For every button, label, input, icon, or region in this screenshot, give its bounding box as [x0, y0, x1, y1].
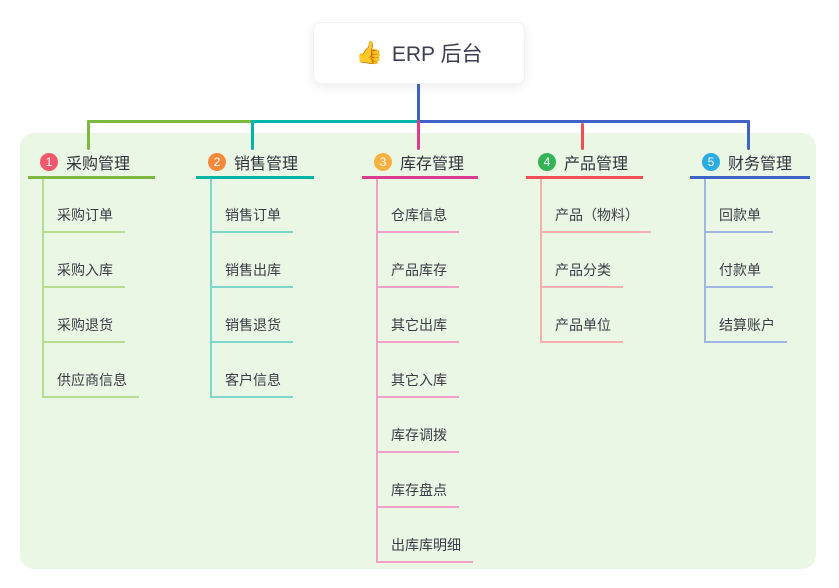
badge-5: 5 [702, 153, 720, 171]
branch-heading-product[interactable]: 4 产品管理 [526, 148, 643, 179]
branch-heading-sales[interactable]: 2 销售管理 [196, 148, 314, 179]
badge-4: 4 [538, 153, 556, 171]
branch-title: 销售管理 [234, 156, 299, 173]
child-node[interactable]: 其它出库 [376, 313, 459, 343]
connector-drop-product [581, 123, 584, 150]
child-node[interactable]: 库存调拨 [376, 423, 459, 453]
branch-purchase: 1 采购管理 采购订单 采购入库 采购退货 供应商信息 [28, 148, 155, 398]
branch-title: 采购管理 [66, 156, 131, 173]
branch-rail [704, 179, 706, 341]
connector-drop-inventory [417, 120, 420, 150]
child-node[interactable]: 客户信息 [210, 368, 293, 398]
branch-inventory: 3 库存管理 仓库信息 产品库存 其它出库 其它入库 库存调拨 库存盘点 出库库… [362, 148, 478, 563]
child-node[interactable]: 供应商信息 [42, 368, 139, 398]
branch-sales: 2 销售管理 销售订单 销售出库 销售退货 客户信息 [196, 148, 314, 398]
branch-finance: 5 财务管理 回款单 付款单 结算账户 [690, 148, 810, 343]
child-node[interactable]: 结算账户 [704, 313, 787, 343]
branch-heading-inventory[interactable]: 3 库存管理 [362, 148, 478, 179]
branch-rail [540, 179, 542, 341]
child-node[interactable]: 产品库存 [376, 258, 459, 288]
connector-drop-purchase [87, 120, 90, 150]
badge-2: 2 [208, 153, 226, 171]
branch-heading-finance[interactable]: 5 财务管理 [690, 148, 810, 179]
connector-drop-sales [251, 120, 254, 150]
badge-3: 3 [374, 153, 392, 171]
child-node[interactable]: 采购订单 [42, 203, 125, 233]
connector-drop-finance [747, 120, 750, 150]
child-node[interactable]: 产品单位 [540, 313, 623, 343]
child-node[interactable]: 库存盘点 [376, 478, 459, 508]
branches-panel [20, 133, 816, 569]
child-node[interactable]: 销售退货 [210, 313, 293, 343]
child-node[interactable]: 回款单 [704, 203, 773, 233]
branch-heading-purchase[interactable]: 1 采购管理 [28, 148, 155, 179]
branch-title: 库存管理 [400, 156, 465, 173]
child-node[interactable]: 仓库信息 [376, 203, 459, 233]
thumbs-up-icon: 👍 [355, 40, 383, 65]
branch-product: 4 产品管理 产品（物料） 产品分类 产品单位 [526, 148, 651, 343]
branch-title: 财务管理 [728, 156, 793, 173]
child-node[interactable]: 其它入库 [376, 368, 459, 398]
branch-title: 产品管理 [564, 156, 629, 173]
child-node[interactable]: 产品（物料） [540, 203, 651, 233]
child-node[interactable]: 付款单 [704, 258, 773, 288]
child-node[interactable]: 采购入库 [42, 258, 125, 288]
connector-h-sales [251, 120, 419, 123]
root-node[interactable]: 👍 ERP 后台 [313, 22, 525, 84]
branch-rail [376, 179, 378, 561]
root-node-label: ERP 后台 [391, 43, 483, 66]
connector-h-finance [417, 120, 750, 123]
connector-h-purchase [87, 120, 253, 123]
connector-root-drop [417, 82, 420, 122]
child-node[interactable]: 出库库明细 [376, 533, 473, 563]
badge-1: 1 [40, 153, 58, 171]
child-node[interactable]: 采购退货 [42, 313, 125, 343]
child-node[interactable]: 产品分类 [540, 258, 623, 288]
child-node[interactable]: 销售订单 [210, 203, 293, 233]
child-node[interactable]: 销售出库 [210, 258, 293, 288]
